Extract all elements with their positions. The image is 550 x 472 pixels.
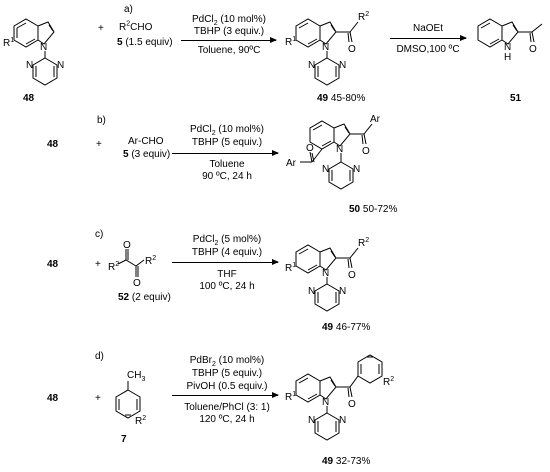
svg-text:R2: R2 xyxy=(383,376,394,388)
plus-sign-d: + xyxy=(95,393,101,404)
svg-text:N: N xyxy=(336,144,343,155)
svg-text:N: N xyxy=(322,268,329,279)
svg-text:R1: R1 xyxy=(285,391,296,403)
product-49-yield-d: 49 32-73% xyxy=(322,456,371,467)
cond-c-temp-time: 100 ºC, 24 h xyxy=(199,281,255,292)
svg-text:O: O xyxy=(348,270,356,281)
cond-b-oxidant: TBHP (5 equiv.) xyxy=(191,137,263,148)
cond-b-solvent: Toluene xyxy=(209,159,245,170)
reagent-52-equiv: 52 (2 equiv) xyxy=(118,292,171,303)
svg-text:N: N xyxy=(339,415,346,426)
svg-text:R1: R1 xyxy=(3,37,14,49)
svg-text:R2: R2 xyxy=(358,237,369,249)
scheme-d-label: d) xyxy=(95,351,104,362)
svg-text:CH3: CH3 xyxy=(127,370,145,383)
cond-b-temp-time: 90 ºC, 24 h xyxy=(202,171,252,182)
svg-text:N: N xyxy=(308,415,315,426)
cond-c-solvent: THF xyxy=(217,269,237,280)
cond-a2-base: NaOEt xyxy=(412,23,443,34)
scheme-c-label: c) xyxy=(95,229,104,240)
svg-text:Ar: Ar xyxy=(286,158,297,169)
svg-text:H: H xyxy=(504,52,511,63)
cond-d-temp-time: 120 ºC, 24 h xyxy=(199,414,255,425)
compound-48-label-b: 48 xyxy=(47,139,59,150)
svg-text:Ar: Ar xyxy=(370,114,381,125)
cond-d-catalyst: PdBr2 (10 mol%) xyxy=(189,355,265,368)
plus-sign-c: + xyxy=(95,259,101,270)
svg-text:N: N xyxy=(339,286,346,297)
svg-text:R2: R2 xyxy=(358,11,369,23)
toluene-7-structure: CH3 R2 xyxy=(115,370,146,427)
cond-d-oxidant: TBHP (5 equiv.) xyxy=(191,368,263,379)
diketone-52-structure: R2 O O R2 xyxy=(108,240,156,289)
svg-text:O: O xyxy=(348,399,356,410)
indole-51-structure: N H O xyxy=(477,18,543,63)
svg-text:N: N xyxy=(26,60,33,71)
cond-d-additive: PivOH (0.5 equiv.) xyxy=(186,381,268,392)
svg-text:O: O xyxy=(133,278,141,289)
product-49-structure-a: R1 N O R2 N N xyxy=(285,11,369,86)
svg-text:O: O xyxy=(348,44,356,55)
cond-d-solvent: Toluene/PhCl (3: 1) xyxy=(184,402,270,413)
svg-text:O: O xyxy=(362,146,370,157)
svg-text:R1: R1 xyxy=(285,36,296,48)
svg-text:N: N xyxy=(322,397,329,408)
plus-sign: + xyxy=(98,23,104,34)
svg-text:R2: R2 xyxy=(135,415,146,427)
cond-c-catalyst: PdCl2 (5 mol%) xyxy=(192,234,262,247)
reaction-arrow-b xyxy=(172,150,279,156)
reagent-5-equiv: 5 (1.5 equiv) xyxy=(117,37,173,48)
scheme-a-label: a) xyxy=(124,4,133,15)
svg-text:N: N xyxy=(57,60,64,71)
reagent-r2cho: R2CHO xyxy=(119,20,153,33)
indole-48-structure: R1 N N N xyxy=(3,18,64,86)
svg-text:N: N xyxy=(308,286,315,297)
product-49-structure-d: R1 N O R2 N N xyxy=(285,354,394,441)
compound-51-label: 51 xyxy=(510,93,522,104)
scheme-b-label: b) xyxy=(97,115,106,126)
product-50-yield: 50 50-72% xyxy=(349,204,398,215)
cond-a-catalyst: PdCl2 (10 mol%) xyxy=(192,14,266,27)
reaction-arrow-a1 xyxy=(181,37,277,43)
svg-text:N: N xyxy=(339,60,346,71)
reagent-archo: Ar-CHO xyxy=(128,136,164,147)
cond-a2-solvent: DMSO,100 ºC xyxy=(396,44,460,55)
product-50-structure: N O Ar O Ar N N xyxy=(286,114,381,190)
svg-text:N: N xyxy=(322,42,329,53)
svg-text:R2: R2 xyxy=(108,261,119,273)
reaction-arrow-c xyxy=(172,259,279,265)
compound-48-label: 48 xyxy=(23,93,35,104)
cond-b-catalyst: PdCl2 (10 mol%) xyxy=(190,124,264,137)
plus-sign-b: + xyxy=(96,139,102,150)
svg-text:N: N xyxy=(504,42,511,53)
cond-a-oxidant: TBHP (3 equiv.) xyxy=(193,26,265,37)
svg-text:N: N xyxy=(353,164,360,175)
svg-text:R1: R1 xyxy=(285,262,296,274)
product-49-yield-c: 49 46-77% xyxy=(322,322,371,333)
reaction-arrow-a2 xyxy=(390,35,467,41)
svg-text:N: N xyxy=(40,42,47,53)
cond-c-oxidant: TBHP (4 equiv.) xyxy=(191,247,263,258)
reagent-7-label: 7 xyxy=(121,434,127,445)
compound-48-label-d: 48 xyxy=(47,393,59,404)
svg-text:O: O xyxy=(529,44,537,55)
compound-48-label-c: 48 xyxy=(47,259,59,270)
product-49-structure-c: R1 N O R2 N N xyxy=(285,237,369,312)
svg-text:O: O xyxy=(306,143,314,154)
svg-text:N: N xyxy=(322,164,329,175)
cond-a-solvent: Toluene, 90ºC xyxy=(197,45,261,56)
svg-text:N: N xyxy=(308,60,315,71)
reaction-arrow-d xyxy=(172,392,279,398)
reagent-5-equiv-b: 5 (3 equiv) xyxy=(123,149,171,160)
svg-text:R2: R2 xyxy=(145,255,156,267)
svg-text:O: O xyxy=(123,240,131,251)
product-49-yield-a: 49 45-80% xyxy=(317,93,366,104)
